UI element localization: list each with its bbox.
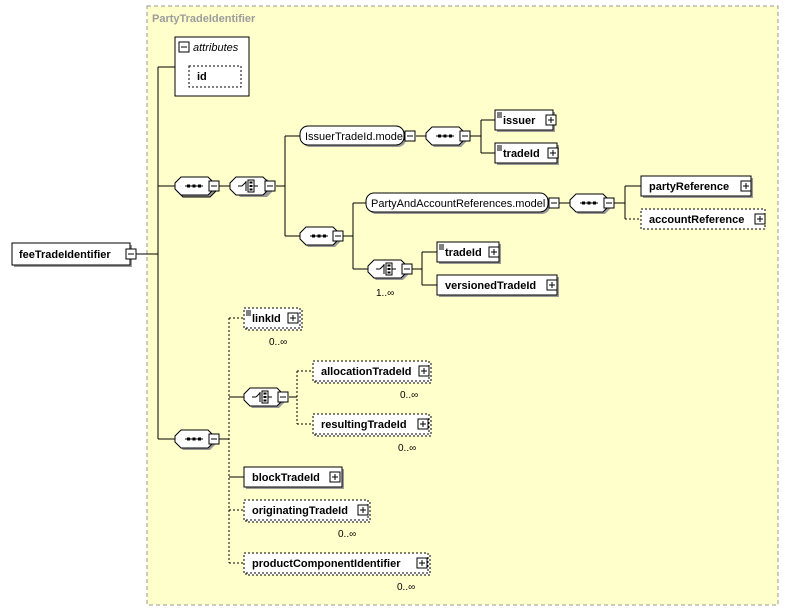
choice-compositor[interactable] bbox=[243, 387, 289, 408]
group-party-and-account-references-model[interactable]: PartyAndAccountReferences.model bbox=[365, 192, 560, 214]
element-trade-id[interactable]: tradeId bbox=[494, 142, 559, 165]
element-product-component-identifier[interactable]: productComponentIdentifier 0..∞ bbox=[243, 552, 431, 593]
sequence-compositor[interactable] bbox=[425, 126, 471, 147]
element-party-reference[interactable]: partyReference bbox=[640, 175, 753, 198]
collapse-icon[interactable] bbox=[208, 180, 220, 192]
expand-icon[interactable] bbox=[545, 114, 557, 126]
cardinality-label: 0..∞ bbox=[338, 529, 356, 540]
collapse-icon[interactable] bbox=[548, 197, 560, 209]
cardinality-label: 0..∞ bbox=[397, 582, 415, 593]
sequence-compositor[interactable] bbox=[174, 176, 220, 198]
svg-text:attributes: attributes bbox=[193, 42, 239, 54]
element-versioned-trade-id[interactable]: versionedTradeId bbox=[436, 274, 559, 297]
collapse-icon[interactable] bbox=[277, 391, 289, 403]
cardinality-label: 0..∞ bbox=[400, 390, 418, 401]
connector-lines bbox=[136, 66, 641, 564]
collapse-icon[interactable] bbox=[264, 180, 276, 192]
svg-text:blockTradeId: blockTradeId bbox=[252, 472, 320, 484]
group-title: PartyTradeIdentifier bbox=[152, 13, 256, 25]
choice-cardinality: 1..∞ bbox=[376, 288, 394, 299]
collapse-icon[interactable] bbox=[459, 130, 471, 142]
collapse-icon[interactable] bbox=[332, 230, 344, 242]
collapse-icon[interactable] bbox=[603, 197, 615, 209]
expand-icon[interactable] bbox=[287, 312, 299, 324]
svg-text:productComponentIdentifier: productComponentIdentifier bbox=[252, 558, 401, 570]
expand-icon[interactable] bbox=[754, 213, 766, 225]
element-resulting-trade-id[interactable]: resultingTradeId 0..∞ bbox=[312, 413, 432, 454]
element-allocation-trade-id[interactable]: allocationTradeId 0..∞ bbox=[312, 360, 432, 401]
svg-text:tradeId: tradeId bbox=[445, 247, 482, 259]
collapse-icon[interactable] bbox=[404, 130, 416, 142]
attributes-box: attributes id bbox=[174, 36, 250, 97]
choice-compositor[interactable]: 1..∞ bbox=[367, 259, 413, 299]
element-trade-id[interactable]: tradeId bbox=[436, 241, 501, 264]
element-issuer[interactable]: issuer bbox=[494, 109, 557, 132]
svg-text:allocationTradeId: allocationTradeId bbox=[321, 366, 411, 378]
collapse-icon[interactable] bbox=[401, 263, 413, 275]
svg-text:versionedTradeId: versionedTradeId bbox=[445, 280, 536, 292]
attribute-id[interactable] bbox=[188, 65, 242, 88]
expand-icon[interactable] bbox=[546, 279, 558, 291]
expand-icon[interactable] bbox=[357, 504, 369, 516]
expand-icon[interactable] bbox=[416, 557, 428, 569]
expand-icon[interactable] bbox=[740, 180, 752, 192]
collapse-icon[interactable] bbox=[178, 41, 190, 53]
cardinality-label: 0..∞ bbox=[398, 443, 416, 454]
svg-text:issuer: issuer bbox=[503, 115, 536, 127]
svg-text:IssuerTradeId.model: IssuerTradeId.model bbox=[305, 131, 405, 143]
element-link-id[interactable]: linkId 0..∞ bbox=[243, 307, 303, 348]
svg-text:originatingTradeId: originatingTradeId bbox=[252, 505, 348, 517]
element-block-trade-id[interactable]: blockTradeId bbox=[243, 466, 344, 489]
group-issuer-trade-id-model[interactable]: IssuerTradeId.model bbox=[299, 125, 416, 147]
svg-text:id: id bbox=[197, 71, 207, 83]
element-account-reference[interactable]: accountReference bbox=[640, 208, 766, 230]
svg-text:accountReference: accountReference bbox=[649, 214, 744, 226]
svg-text:tradeId: tradeId bbox=[503, 148, 540, 160]
choice-compositor[interactable] bbox=[229, 176, 276, 197]
expand-icon[interactable] bbox=[329, 471, 341, 483]
expand-icon[interactable] bbox=[418, 365, 430, 377]
element-originating-trade-id[interactable]: originatingTradeId 0..∞ bbox=[243, 499, 371, 540]
expand-icon[interactable] bbox=[547, 147, 559, 159]
sequence-compositor[interactable] bbox=[299, 226, 344, 247]
cardinality-label: 0..∞ bbox=[269, 337, 287, 348]
root-element[interactable]: feeTradeIdentifier bbox=[11, 242, 137, 267]
sequence-compositor[interactable] bbox=[569, 193, 615, 214]
svg-text:feeTradeIdentifier: feeTradeIdentifier bbox=[19, 249, 111, 261]
expand-icon[interactable] bbox=[488, 246, 500, 258]
svg-text:linkId: linkId bbox=[252, 313, 281, 325]
svg-text:resultingTradeId: resultingTradeId bbox=[321, 419, 407, 431]
collapse-icon[interactable] bbox=[125, 248, 137, 260]
svg-text:PartyAndAccountReferences.mode: PartyAndAccountReferences.model bbox=[371, 198, 545, 210]
sequence-compositor[interactable] bbox=[174, 429, 220, 450]
expand-icon[interactable] bbox=[417, 418, 429, 430]
svg-text:partyReference: partyReference bbox=[649, 181, 729, 193]
collapse-icon[interactable] bbox=[208, 433, 220, 445]
